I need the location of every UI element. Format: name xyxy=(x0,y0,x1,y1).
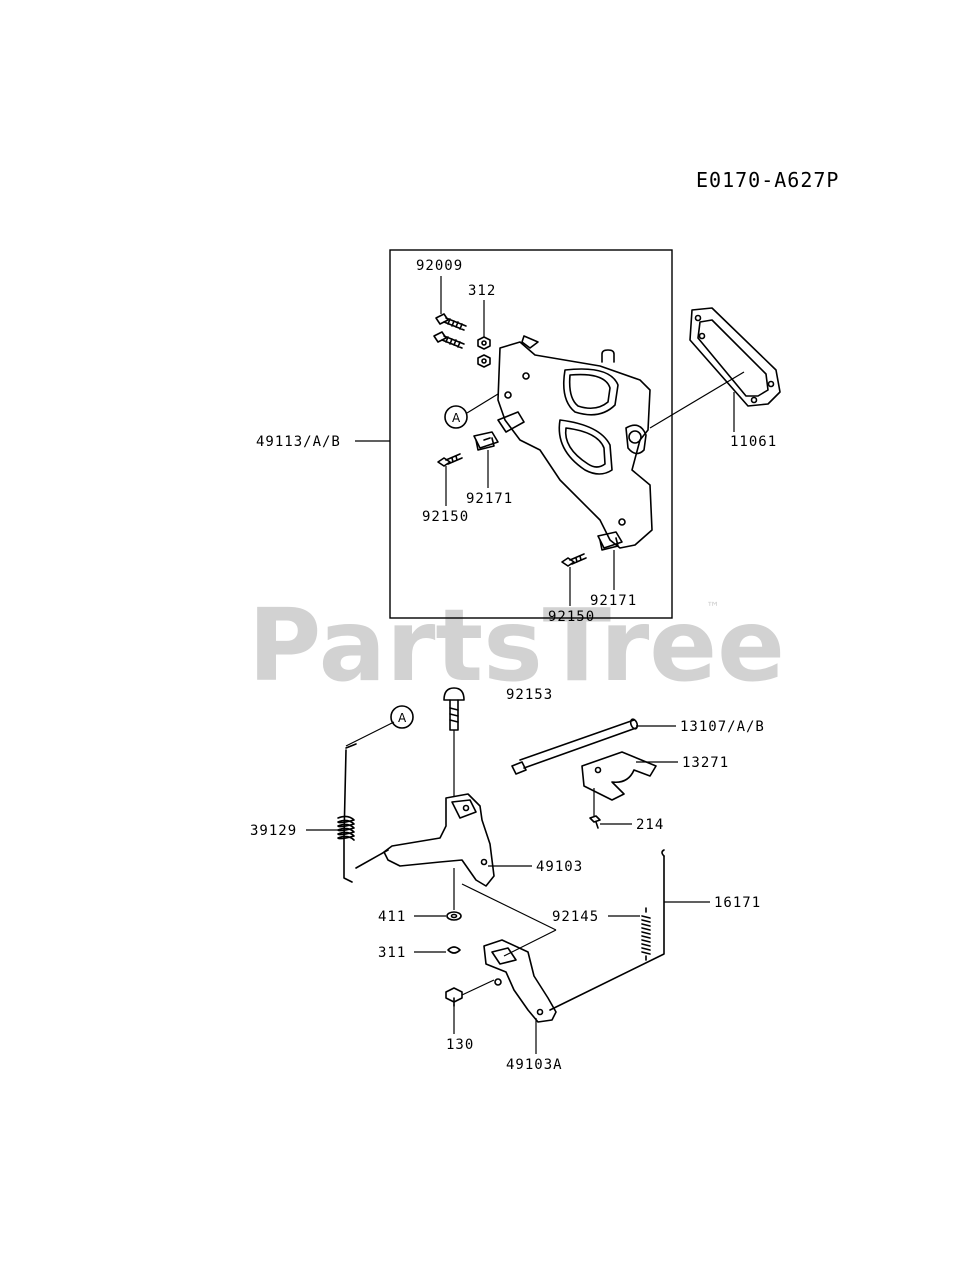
label-49113: 49113/A/B xyxy=(256,434,341,450)
lever-49103 xyxy=(355,793,495,887)
bolt-130 xyxy=(445,987,463,1007)
washer-411 xyxy=(446,911,462,921)
bolt-92009-upper xyxy=(435,313,467,331)
leader-marker-a-upper xyxy=(466,393,499,414)
label-92009: 92009 xyxy=(416,258,463,274)
clip-92171-right xyxy=(597,531,623,551)
label-312: 312 xyxy=(468,283,496,299)
label-92153: 92153 xyxy=(506,687,553,703)
label-311: 311 xyxy=(378,945,406,961)
label-13107: 13107/A/B xyxy=(680,719,765,735)
bolt-92009-lower xyxy=(433,331,465,349)
svg-text:A: A xyxy=(398,711,407,725)
label-92150-right: 92150 xyxy=(548,609,595,625)
leader-130-link xyxy=(461,979,495,996)
label-92150-left: 92150 xyxy=(422,509,469,525)
marker-a-upper: A xyxy=(444,405,468,429)
label-214: 214 xyxy=(636,817,664,833)
label-13271: 13271 xyxy=(682,755,729,771)
leader-link-49103-to-49103a xyxy=(461,883,557,931)
label-39129: 39129 xyxy=(250,823,297,839)
shaft-13107 xyxy=(511,718,639,775)
spring-92145 xyxy=(641,907,651,961)
watermark-text: PartsTree xyxy=(248,587,785,704)
clip-311 xyxy=(447,946,461,954)
screw-92150-left xyxy=(437,453,463,467)
clip-92171-left xyxy=(473,431,499,451)
nut-312-upper xyxy=(477,336,491,350)
bracket-plate-49113 xyxy=(497,335,653,549)
screw-214 xyxy=(589,815,601,829)
label-16171: 16171 xyxy=(714,895,761,911)
label-411: 411 xyxy=(378,909,406,925)
svg-text:A: A xyxy=(452,411,461,425)
label-49103: 49103 xyxy=(536,859,583,875)
assembly-frame xyxy=(389,249,673,619)
lever-49103a xyxy=(483,939,557,1023)
gasket-11061 xyxy=(689,307,781,407)
reference-code: E0170-A627P xyxy=(696,168,839,192)
spring-rod-39129 xyxy=(337,743,357,883)
label-92171-right: 92171 xyxy=(590,593,637,609)
label-11061: 11061 xyxy=(730,434,777,450)
watermark-trademark: ™ xyxy=(706,600,720,616)
leader-marker-a-lower xyxy=(345,721,395,747)
leader-link-lower xyxy=(503,929,557,957)
plate-13271 xyxy=(581,751,657,801)
rod-16171 xyxy=(549,849,665,1011)
leader-gasket-to-plate xyxy=(649,371,745,429)
marker-a-lower: A xyxy=(390,705,414,729)
screw-92150-right xyxy=(561,553,587,567)
nut-312-lower xyxy=(477,354,491,368)
label-49103a: 49103A xyxy=(506,1057,563,1073)
label-92145: 92145 xyxy=(552,909,599,925)
label-92171-left: 92171 xyxy=(466,491,513,507)
label-130: 130 xyxy=(446,1037,474,1053)
